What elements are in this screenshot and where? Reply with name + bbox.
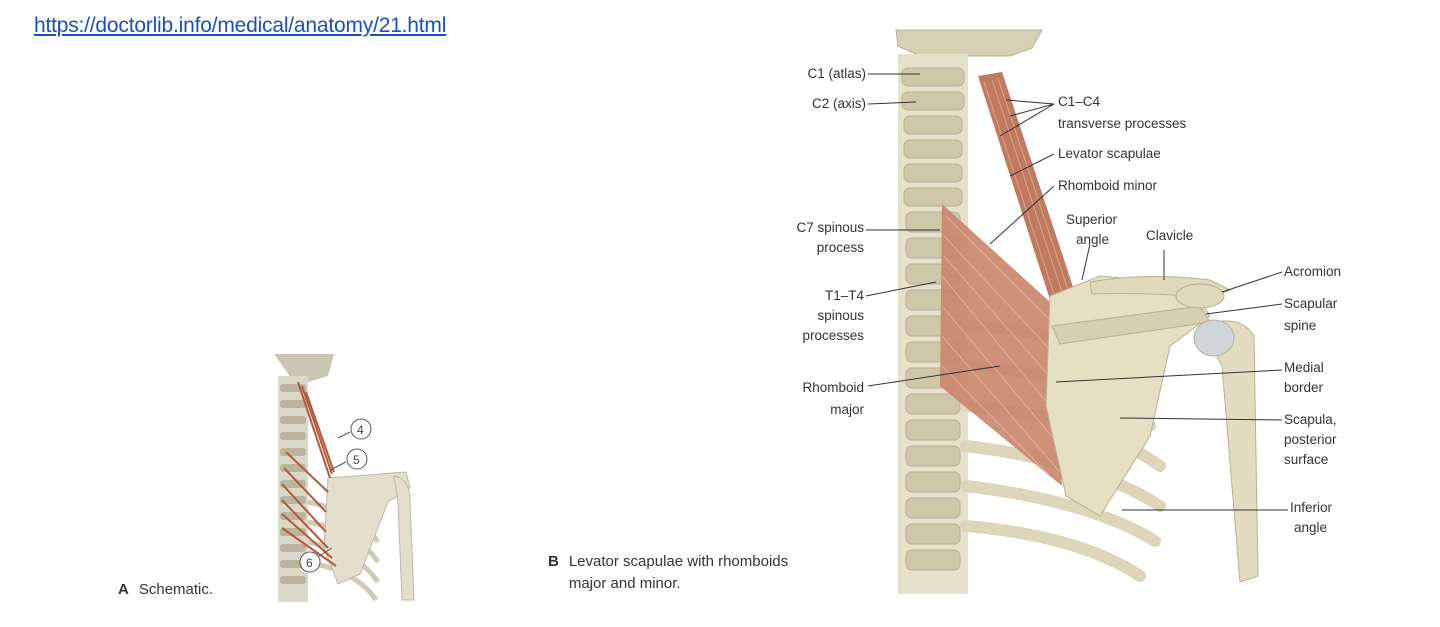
label-clavicle: Clavicle: [1146, 228, 1193, 243]
figure-a-caption: A Schematic.: [118, 579, 213, 601]
label-t1t4-line3: processes: [802, 328, 864, 343]
marker-6: 6: [306, 556, 313, 570]
label-acromion: Acromion: [1284, 264, 1341, 279]
label-scapular-spine-line1: Scapular: [1284, 296, 1338, 311]
label-c1c4-line2: transverse processes: [1058, 116, 1187, 131]
figure-a-letter: A: [118, 581, 129, 598]
label-inferior-angle-line1: Inferior: [1290, 500, 1333, 515]
figure-a-caption-text: Schematic.: [138, 581, 214, 598]
label-c2: C2 (axis): [812, 96, 866, 111]
figure-b-caption-line1: Levator scapulae with rhomboids: [568, 553, 789, 570]
label-scapular-spine-line2: spine: [1284, 318, 1316, 333]
label-medial-border-line2: border: [1284, 380, 1324, 395]
label-c1c4-line1: C1–C4: [1058, 94, 1101, 109]
label-c7-line1: C7 spinous: [796, 220, 864, 235]
figure-b-illustration: C1 (atlas) C2 (axis) C7 spinous process …: [796, 29, 1341, 594]
label-t1t4-line1: T1–T4: [825, 288, 865, 303]
label-inferior-angle-line2: angle: [1294, 520, 1327, 535]
marker-5: 5: [353, 453, 360, 467]
figure-b-caption: B Levator scapulae with rhomboids major …: [548, 551, 868, 595]
label-superior-angle-line1: Superior: [1066, 212, 1118, 227]
label-c1: C1 (atlas): [807, 66, 866, 81]
label-rhomboid-minor: Rhomboid minor: [1058, 178, 1158, 193]
label-rhomboid-major-line2: major: [830, 402, 864, 417]
figure-b-letter: B: [548, 553, 559, 570]
source-link[interactable]: https://doctorlib.info/medical/anatomy/2…: [34, 14, 447, 37]
figure-b-caption-line2: major and minor.: [568, 575, 681, 592]
label-superior-angle-line2: angle: [1076, 232, 1109, 247]
marker-4: 4: [357, 423, 364, 437]
label-scapula-line2: posterior: [1284, 432, 1337, 447]
label-t1t4-line2: spinous: [817, 308, 864, 323]
label-levator-scapulae: Levator scapulae: [1058, 146, 1161, 161]
label-scapula-line3: surface: [1284, 452, 1328, 467]
label-rhomboid-major-line1: Rhomboid: [802, 380, 864, 395]
label-c7-line2: process: [817, 240, 865, 255]
figure-a-illustration: 4 5 6: [274, 354, 415, 602]
label-medial-border-line1: Medial: [1284, 360, 1324, 375]
label-scapula-line1: Scapula,: [1284, 412, 1337, 427]
